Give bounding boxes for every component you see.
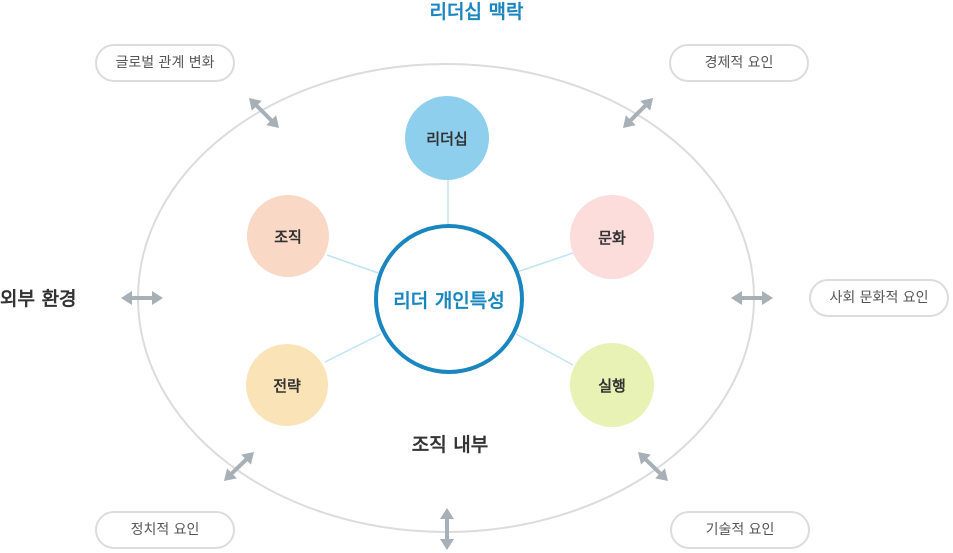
connector-organization (326, 254, 382, 275)
arrow-top-right (623, 98, 653, 128)
arrow-bottom (440, 508, 454, 550)
connector-strategy (324, 333, 382, 363)
node-leadership: 리더십 (405, 96, 489, 180)
connector-lines (324, 180, 574, 366)
arrow-group (121, 98, 773, 550)
arrow-top-left (249, 98, 279, 128)
diagram-title: 리더십 맥락 (429, 1, 524, 23)
node-strategy: 전략 (246, 344, 328, 426)
factor-global: 글로벌 관계 변화 (95, 44, 235, 82)
arrow-bottom-left (224, 452, 254, 481)
connector-culture (516, 252, 574, 273)
node-organization: 조직 (247, 195, 329, 277)
arrow-right (731, 291, 773, 305)
factor-political: 정치적 요인 (95, 511, 235, 549)
arrow-left (121, 291, 163, 305)
center-node-leader-traits: 리더 개인특성 (374, 224, 524, 374)
node-execution: 실행 (570, 343, 654, 427)
connector-execution (515, 333, 574, 366)
factor-technological: 기술적 요인 (670, 511, 810, 549)
factor-economic: 경제적 요인 (669, 44, 809, 82)
organization-internal-label: 조직 내부 (411, 434, 489, 456)
factor-sociocultural: 사회 문화적 요인 (809, 279, 949, 317)
node-culture: 문화 (570, 195, 654, 279)
arrow-bottom-right (638, 452, 668, 481)
external-environment-label: 외부 환경 (0, 288, 77, 310)
